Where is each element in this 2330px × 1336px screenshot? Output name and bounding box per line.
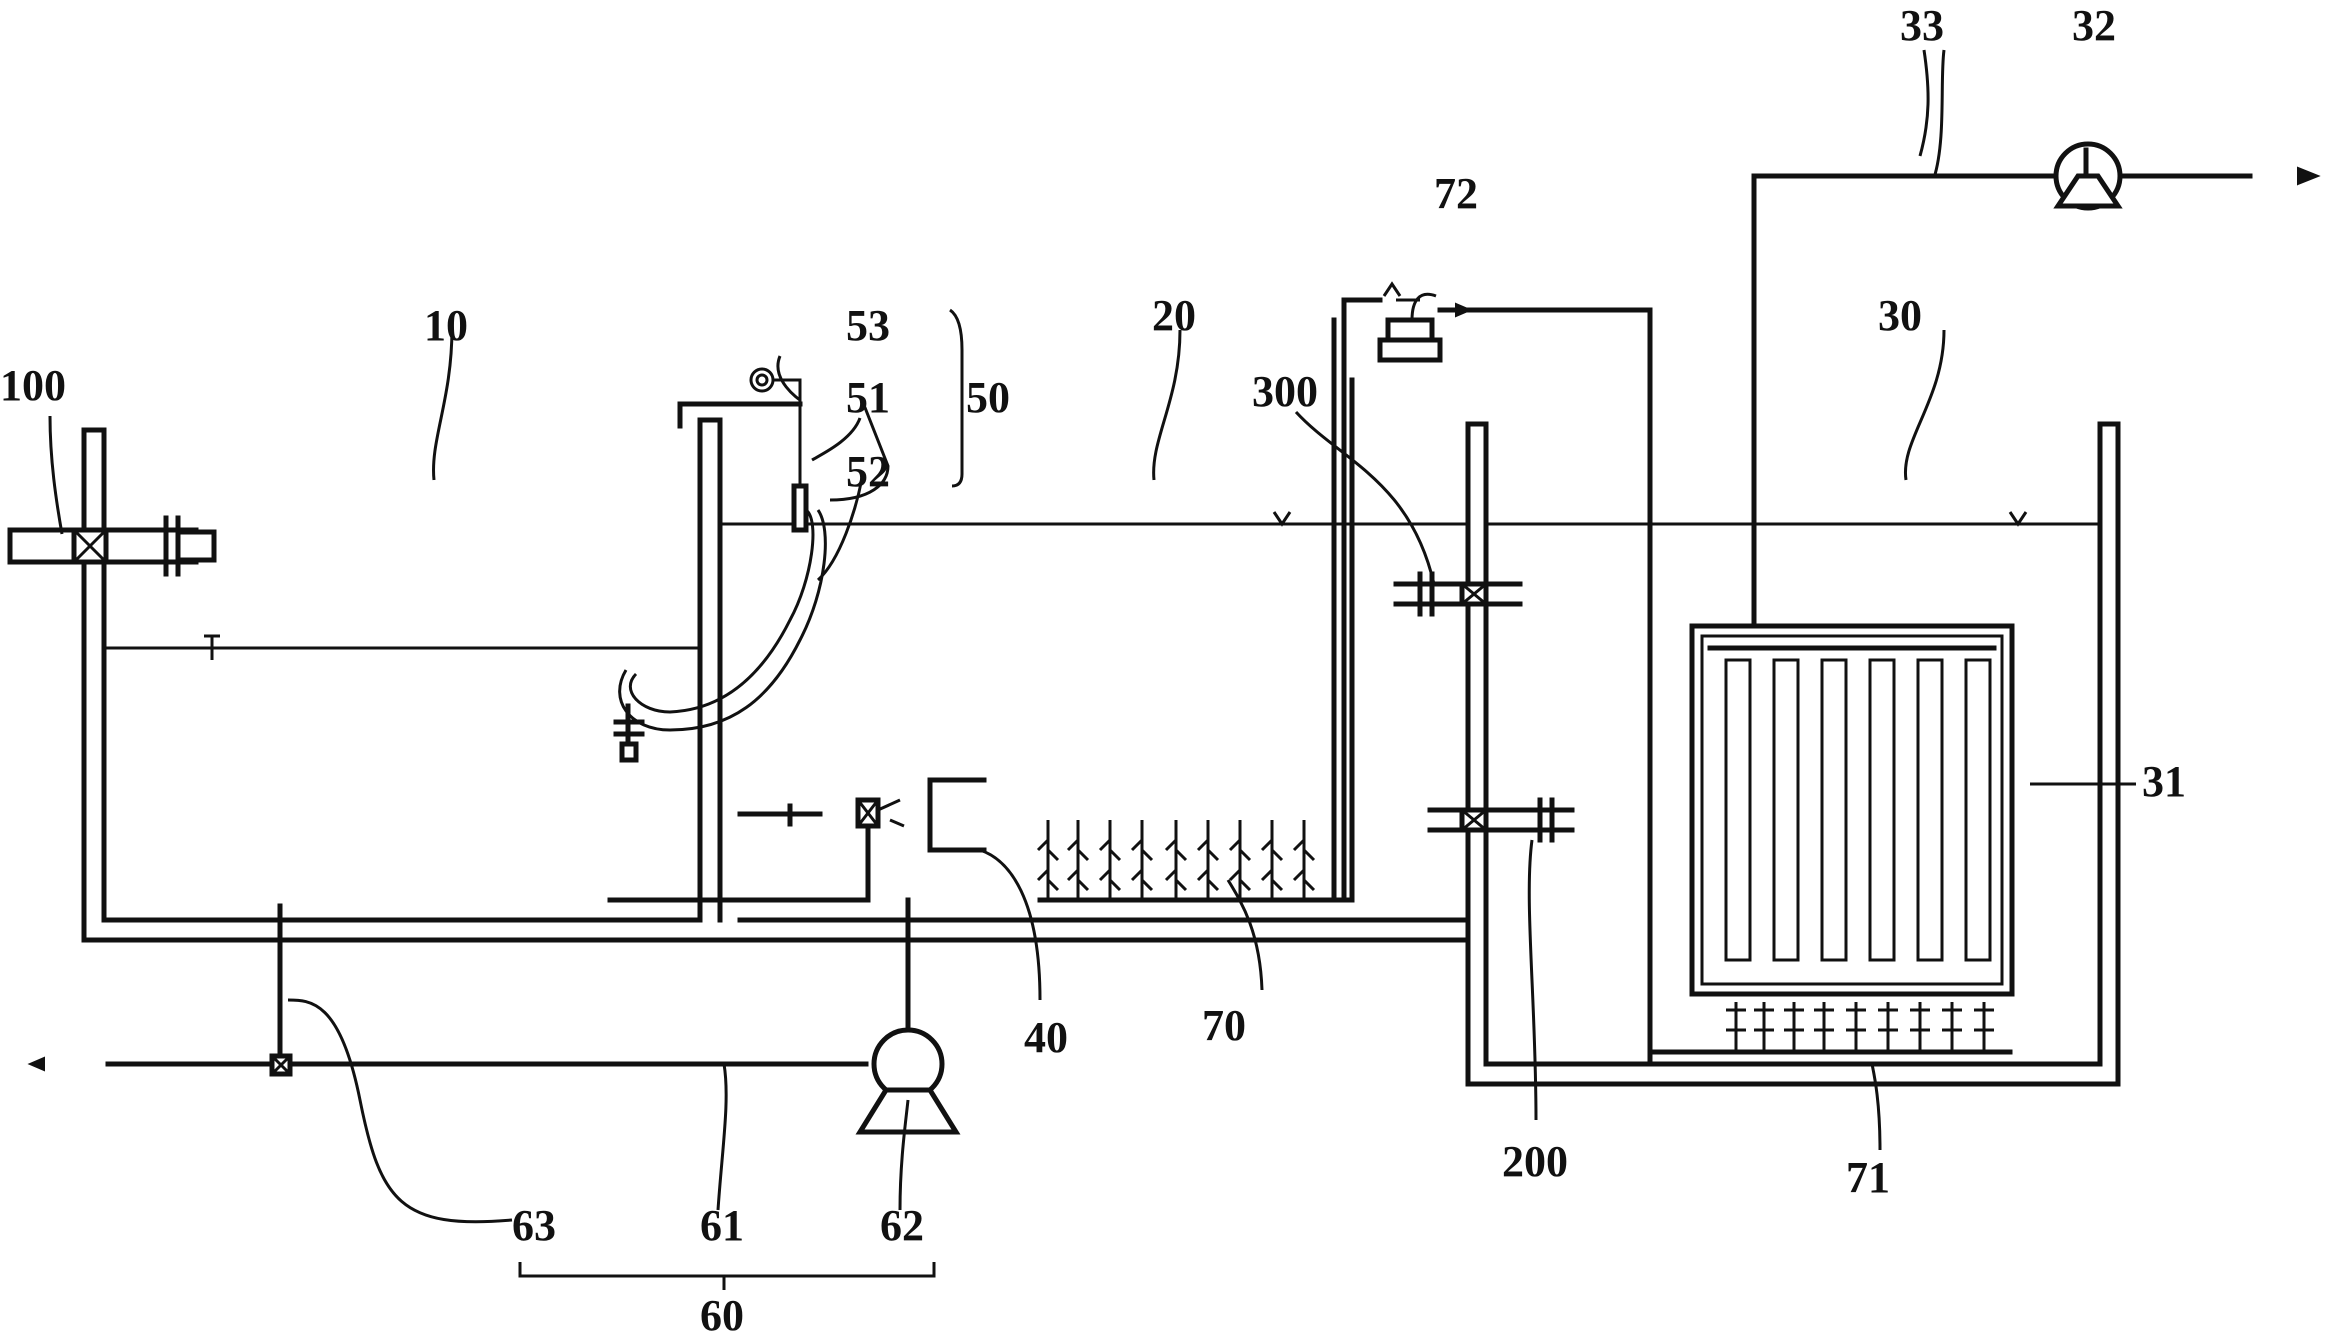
tank-30-walls (1465, 421, 2121, 1087)
valve-300 (1393, 571, 1523, 617)
label-pump-62: 62 (880, 1201, 924, 1250)
label-group-60: 60 (700, 1291, 744, 1336)
label-tank-20: 20 (1152, 291, 1196, 340)
pipe-33-pump-32 (1751, 141, 2321, 211)
label-diffuser-71: 71 (1846, 1153, 1890, 1202)
label-membrane-31: 31 (2142, 757, 2186, 806)
label-pump-32: 32 (2072, 1, 2116, 50)
diffuser-70 (1036, 820, 1337, 903)
label-member-53: 53 (846, 301, 890, 350)
label-member-51: 51 (846, 373, 890, 422)
label-member-52: 52 (846, 447, 890, 496)
label-valve-300: 300 (1252, 367, 1318, 416)
pipe-61-pump-62 (27, 897, 961, 1135)
label-pipe-33: 33 (1900, 1, 1944, 50)
label-valve-63: 63 (512, 1201, 556, 1250)
label-valve-200: 200 (1502, 1137, 1568, 1186)
diffuser-71 (1647, 1002, 2013, 1055)
label-pump-72: 72 (1434, 169, 1478, 218)
membrane-module-31 (1689, 173, 2015, 997)
label-diffuser-70: 70 (1202, 1001, 1246, 1050)
label-member-40: 40 (1024, 1013, 1068, 1062)
member-40-assembly (607, 777, 987, 903)
pump-72-assembly (1341, 281, 1653, 1067)
label-tank-30: 30 (1878, 291, 1922, 340)
label-member-50: 50 (966, 373, 1010, 422)
label-pipe-61: 61 (700, 1201, 744, 1250)
member-50-assembly (613, 367, 827, 763)
inlet-pipe-100 (7, 515, 217, 577)
valve-200 (1427, 797, 1575, 843)
label-tank-10: 10 (424, 301, 468, 350)
label-pipe-100: 100 (0, 361, 66, 410)
leader-lines (48, 49, 2136, 1290)
